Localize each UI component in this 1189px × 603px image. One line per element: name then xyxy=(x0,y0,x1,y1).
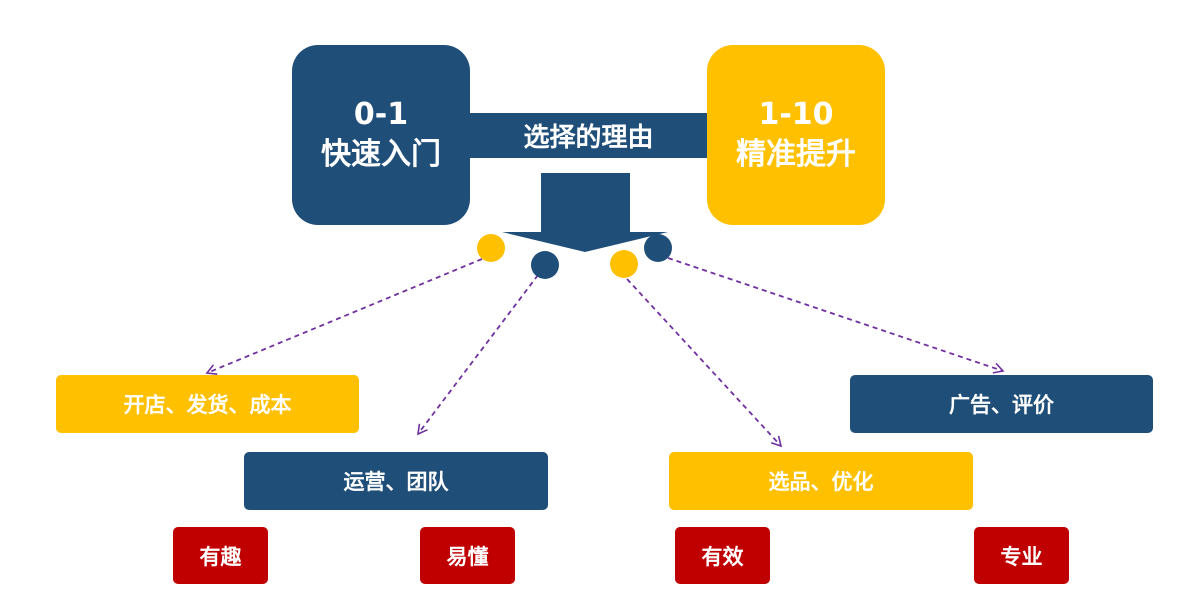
category-ads-label: 广告、评价 xyxy=(949,393,1054,417)
dashed-arrow-shop xyxy=(205,258,483,375)
dashed-arrow-product xyxy=(626,278,783,448)
dashed-arrow-ads xyxy=(667,257,1005,374)
tag-easy: 易懂 xyxy=(420,527,515,584)
tag-effective-label: 有效 xyxy=(701,544,744,569)
tag-easy-label: 易懂 xyxy=(446,544,489,569)
category-ops-box: 运营、团队 xyxy=(244,452,548,510)
precise-improve-box: 1-10 精准提升 xyxy=(707,45,885,225)
category-ops-label: 运营、团队 xyxy=(343,470,449,494)
quick-start-range: 0-1 xyxy=(353,97,409,132)
tag-fun-label: 有趣 xyxy=(199,544,242,569)
dot-gold-2 xyxy=(610,250,638,278)
tag-pro: 专业 xyxy=(974,527,1069,584)
dashed-arrow-ops xyxy=(417,274,539,436)
tag-fun: 有趣 xyxy=(173,527,268,584)
quick-start-title: 快速入门 xyxy=(321,137,441,172)
quick-start-box: 0-1 快速入门 xyxy=(292,45,470,225)
tag-pro-label: 专业 xyxy=(1000,544,1043,569)
reason-label-text: 选择的理由 xyxy=(523,123,654,153)
tag-effective: 有效 xyxy=(675,527,770,584)
category-shop-box: 开店、发货、成本 xyxy=(56,375,359,433)
dot-navy-2 xyxy=(644,234,672,262)
down-arrow xyxy=(502,173,668,252)
reason-label: 选择的理由 xyxy=(477,113,700,158)
category-shop-label: 开店、发货、成本 xyxy=(123,393,292,417)
category-product-label: 选品、优化 xyxy=(768,470,874,494)
category-product-box: 选品、优化 xyxy=(669,452,973,510)
dot-navy-1 xyxy=(531,251,559,279)
category-ads-box: 广告、评价 xyxy=(850,375,1153,433)
dot-gold-1 xyxy=(477,234,505,262)
precise-improve-range: 1-10 xyxy=(758,97,834,132)
precise-improve-title: 精准提升 xyxy=(736,137,856,172)
